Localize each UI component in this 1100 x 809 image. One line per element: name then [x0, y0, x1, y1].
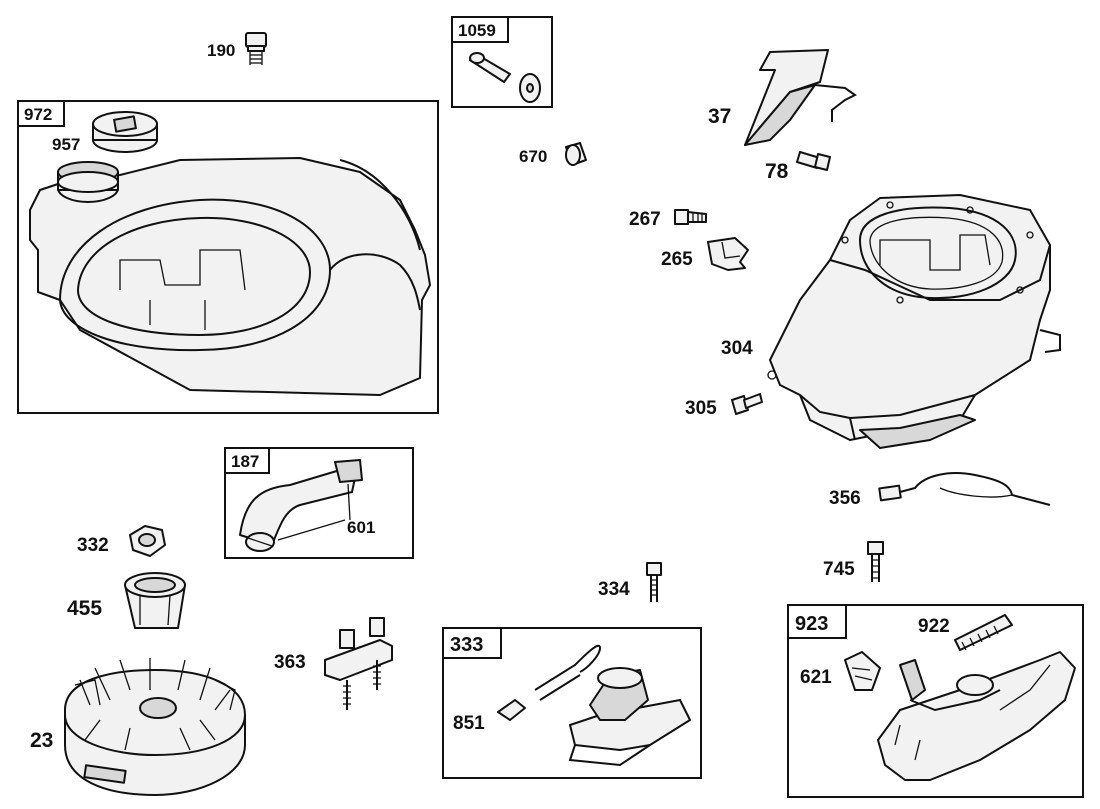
part-label-304: 304	[721, 338, 753, 359]
group-box-972: 972	[17, 100, 439, 414]
part-label-23: 23	[30, 729, 53, 752]
wire-356-drawing	[878, 472, 1051, 506]
fuel-cap-957-drawing	[92, 111, 158, 153]
group-box-1059: 1059	[451, 16, 553, 108]
governor-923-drawing	[844, 614, 1076, 781]
group-label-1059: 1059	[458, 21, 496, 40]
part-label-78: 78	[765, 160, 789, 183]
part-label-37: 37	[708, 105, 731, 128]
part-label-267: 267	[629, 209, 661, 230]
part-label-745: 745	[823, 559, 855, 580]
blower-housing-304-drawing	[767, 194, 1061, 449]
screw-305-drawing	[731, 393, 763, 415]
flywheel-23-drawing	[64, 658, 246, 796]
part-label-670: 670	[519, 147, 547, 166]
bolt-190-drawing	[245, 32, 267, 65]
part-label-601: 601	[347, 518, 375, 537]
starter-cup-455-drawing	[124, 572, 186, 629]
clip-265-drawing	[707, 237, 749, 271]
part-label-305: 305	[685, 398, 717, 419]
screw-78-drawing	[796, 151, 831, 171]
part-label-922: 922	[918, 616, 950, 637]
screw-334-drawing	[646, 562, 662, 602]
hose-187-drawing	[239, 459, 363, 552]
part-label-356: 356	[829, 488, 861, 509]
group-label-187: 187	[231, 452, 259, 471]
part-label-190: 190	[207, 41, 235, 60]
part-label-455: 455	[67, 597, 102, 620]
group-box-923: 923	[787, 604, 1084, 798]
fuel-tank-972-drawing	[29, 157, 431, 396]
group-box-333: 333	[442, 627, 702, 779]
part-label-957: 957	[52, 135, 80, 154]
part-label-332: 332	[77, 535, 109, 556]
part-label-334: 334	[598, 579, 630, 600]
group-label-972: 972	[24, 105, 52, 124]
group-label-333: 333	[450, 634, 483, 656]
screw-267-drawing	[674, 209, 707, 225]
pin-and-washer-1059-drawing	[469, 52, 541, 103]
part-label-851: 851	[453, 713, 485, 734]
screw-745-drawing	[867, 541, 884, 582]
ignition-module-333-drawing	[497, 644, 691, 767]
nut-332-drawing	[129, 525, 166, 557]
part-label-265: 265	[661, 249, 693, 270]
bracket-363-drawing	[324, 617, 393, 710]
group-box-187: 187	[224, 447, 414, 559]
part-label-363: 363	[274, 652, 306, 673]
group-label-923: 923	[795, 613, 828, 635]
part-label-621: 621	[800, 667, 832, 688]
bushing-670-drawing	[565, 142, 587, 166]
deflector-37-drawing	[744, 49, 857, 146]
